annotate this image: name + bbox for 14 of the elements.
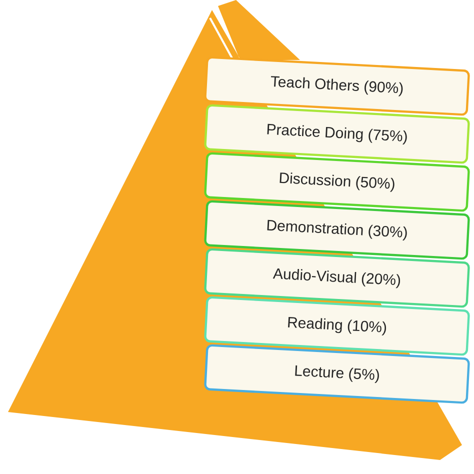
node-label: Reading (10%) xyxy=(288,317,386,336)
level-box: Reading (10%) xyxy=(204,296,470,356)
node-label: Teach Others (90%) xyxy=(271,76,403,96)
node-label: Discussion (50%) xyxy=(280,172,394,192)
node-label: Audio-Visual (20%) xyxy=(272,268,400,288)
level-box: Teach Others (90%) xyxy=(204,56,470,116)
level-box: Demonstration (30%) xyxy=(204,200,470,260)
level-box: Lecture (5%) xyxy=(204,344,470,404)
node-label: Lecture (5%) xyxy=(295,365,379,384)
node-label: Demonstration (30%) xyxy=(267,220,407,241)
level-box: Audio-Visual (20%) xyxy=(204,248,470,308)
level-box: Discussion (50%) xyxy=(204,152,470,212)
node-label: Practice Doing (75%) xyxy=(267,124,407,145)
level-box: Practice Doing (75%) xyxy=(204,104,470,164)
